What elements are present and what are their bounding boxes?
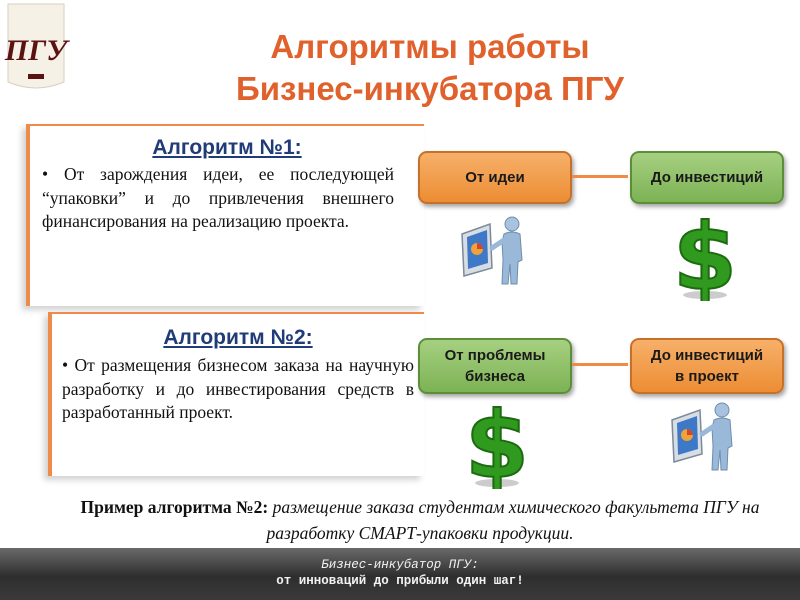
dollar-icon: $: [668, 203, 742, 312]
algorithm-1-text: • От зарождения идеи, ее последующей “уп…: [42, 164, 394, 231]
presenter-icon: [458, 212, 532, 293]
flow2-to-label-2: в проект: [675, 368, 739, 385]
footer-bar: Бизнес-инкубатор ПГУ: от инноваций до пр…: [0, 548, 800, 600]
flow1-connector: [572, 175, 628, 178]
footer-line-1: Бизнес-инкубатор ПГУ:: [321, 558, 479, 572]
page-title: Алгоритмы работы Бизнес-инкубатора ПГУ: [150, 26, 710, 110]
flow2-from-label-1: От проблемы: [444, 347, 546, 364]
flow1-to-label: До инвестиций: [650, 169, 764, 186]
logo-monogram: ПГУ: [4, 34, 70, 67]
algorithm-2-text: • От размещения бизнесом заказа на научн…: [62, 355, 414, 422]
university-logo: ПГУ: [2, 2, 70, 94]
algorithm-1-block: Алгоритм №1: • От зарождения идеи, ее по…: [26, 124, 424, 306]
flow1-from-box: От идеи: [418, 151, 572, 204]
dollar-icon: $: [460, 391, 534, 500]
algorithm-2-block: Алгоритм №2: • От размещения бизнесом за…: [48, 312, 424, 476]
presenter-icon: [668, 398, 742, 479]
flow2-to-box: До инвестиций в проект: [630, 338, 784, 394]
flow1-from-label: От идеи: [465, 169, 525, 186]
flow2-connector: [572, 363, 628, 366]
algorithm-2-heading: Алгоритм №2:: [163, 326, 313, 349]
example-text: Пример алгоритма №2: размещение заказа с…: [40, 494, 800, 546]
title-line-2: Бизнес-инкубатора ПГУ: [236, 70, 624, 107]
footer-line-2: от инноваций до прибыли один шаг!: [276, 574, 524, 588]
algorithm-1-heading: Алгоритм №1:: [152, 136, 302, 159]
svg-text:$: $: [465, 393, 529, 489]
flow2-to-label-1: До инвестиций: [650, 347, 764, 364]
title-line-1: Алгоритмы работы: [270, 28, 590, 65]
example-rest: размещение заказа студентам химического …: [266, 497, 760, 543]
example-lead: Пример алгоритма №2:: [80, 497, 269, 517]
svg-text:$: $: [673, 205, 737, 301]
flow2-from-box: От проблемы бизнеса: [418, 338, 572, 394]
flow2-from-label-2: бизнеса: [464, 368, 525, 385]
flow1-to-box: До инвестиций: [630, 151, 784, 204]
